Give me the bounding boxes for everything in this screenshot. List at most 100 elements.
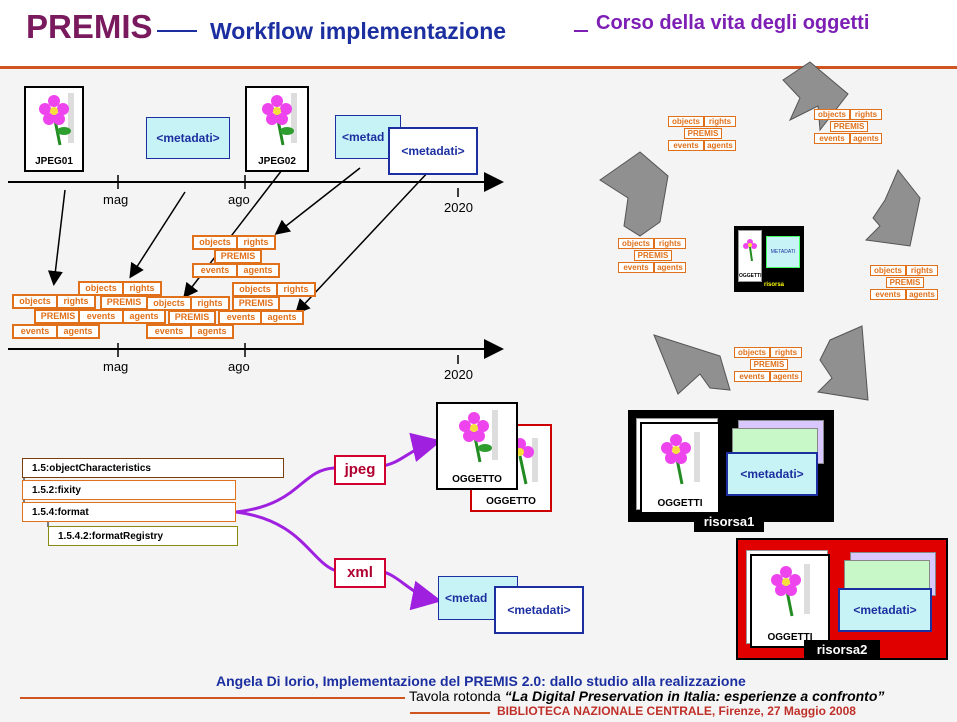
mini-metadata-card: METADATI (766, 236, 800, 268)
premis-rights: rights (654, 238, 686, 249)
footer-event-prefix: Tavola rotonda (409, 688, 505, 704)
flower-icon (743, 239, 757, 261)
metadata-box-1: <metadati> (146, 117, 230, 159)
premis-agents: agents (906, 289, 938, 300)
footer-rule-2 (410, 712, 490, 714)
premis-events: events (668, 140, 704, 151)
premis-rights: rights (850, 109, 882, 120)
premis-label: PREMIS (214, 249, 262, 264)
premis-rights: rights (122, 281, 162, 296)
resource-1-object: OGGETTI (640, 422, 720, 514)
mini-object-label: OGGETTI (739, 273, 762, 279)
tick-2020-2: 2020 (444, 367, 473, 382)
slide-title: PREMIS (26, 8, 153, 45)
premis-events: events (146, 324, 192, 339)
mini-object-card: OGGETTI (738, 230, 762, 282)
flower-icon (262, 93, 297, 146)
premis-label: PREMIS (168, 310, 216, 325)
footer-author-line: Angela Di Iorio, Implementazione del PRE… (216, 673, 746, 689)
premis-objects: objects (78, 281, 124, 296)
tick-mag-2: mag (103, 359, 129, 374)
premis-agents: agents (260, 310, 304, 325)
resource-1-object-label: OGGETTI (657, 498, 703, 509)
premis-label: PREMIS (750, 359, 788, 370)
premis-objects: objects (12, 294, 58, 309)
premis-agents: agents (236, 263, 280, 278)
premis-label: PREMIS (886, 277, 924, 288)
premis-objects: objects (668, 116, 704, 127)
resource-2-meta: <metadati> (838, 588, 932, 632)
premis-events: events (870, 289, 906, 300)
premis-agents: agents (770, 371, 802, 382)
premis-label: PREMIS (830, 121, 868, 132)
premis-objects: objects (232, 282, 278, 297)
tree-item-fixity: 1.5.2:fixity (22, 480, 236, 500)
premis-agents: agents (850, 133, 882, 144)
premis-objects: objects (146, 296, 192, 311)
premis-rights: rights (236, 235, 276, 250)
premis-events: events (814, 133, 850, 144)
resource-thumbnail: OGGETTI METADATI risorsa (734, 226, 804, 292)
premis-rights: rights (906, 265, 938, 276)
jpeg01-file: JPEG01 (24, 86, 84, 172)
premis-rights: rights (276, 282, 316, 297)
footer-rule (20, 697, 405, 699)
resource-1-label: risorsa1 (694, 512, 764, 532)
resource-1-meta: <metadati> (726, 452, 818, 496)
premis-objects: objects (192, 235, 238, 250)
premis-objects: objects (870, 265, 906, 276)
lifecycle-heading: Corso della vita degli oggetti (596, 12, 870, 34)
lifecycle-arrows (599, 61, 921, 401)
resource-2-object: OGGETTI (750, 554, 830, 648)
tree-item-format: 1.5.4:format (22, 502, 236, 522)
premis-objects: objects (814, 109, 850, 120)
workflow-heading: Workflow implementazione (210, 18, 507, 44)
metadata-box-2: <metad (335, 115, 401, 159)
footer-event-title: “La Digital Preservation in Italia: espe… (504, 688, 885, 704)
title-separator-2 (574, 30, 588, 32)
tree-item-formatregistry: 1.5.4.2:formatRegistry (48, 526, 238, 546)
premis-rights: rights (704, 116, 736, 127)
premis-label: PREMIS (34, 309, 82, 324)
flower-icon (459, 410, 498, 463)
footer-venue-line: BIBLIOTECA NAZIONALE CENTRALE, Firenze, … (497, 704, 856, 718)
jpeg01-label: JPEG01 (35, 156, 73, 167)
premis-rights: rights (190, 296, 230, 311)
premis-label: PREMIS (232, 296, 280, 311)
premis-events: events (734, 371, 770, 382)
jpeg02-file: JPEG02 (245, 86, 309, 172)
xml-metadata-back: <metad (438, 576, 518, 620)
flower-icon (771, 564, 810, 617)
resource-2: OGGETTI <metadati> (736, 538, 948, 660)
tick-ago: ago (228, 192, 250, 207)
tick-ago-2: ago (228, 359, 250, 374)
title-separator (157, 30, 197, 32)
format-xml: xml (334, 558, 386, 588)
xml-metadata-front: <metadati> (494, 586, 584, 634)
flower-icon (661, 432, 700, 485)
premis-agents: agents (190, 324, 234, 339)
premis-agents: agents (654, 262, 686, 273)
tick-2020: 2020 (444, 200, 473, 215)
resource-2-object-label: OGGETTI (767, 632, 813, 643)
title-underline (0, 66, 957, 69)
title-bar: PREMIS Workflow implementazione Corso de… (0, 0, 957, 66)
tree-item-objectcharacteristics: 1.5:objectCharacteristics (22, 458, 284, 478)
premis-events: events (192, 263, 238, 278)
object-label-front: OGGETTO (452, 474, 502, 485)
premis-events: events (12, 324, 58, 339)
premis-label: PREMIS (634, 250, 672, 261)
mini-resource-label: risorsa (764, 282, 785, 288)
premis-label: PREMIS (684, 128, 722, 139)
metadata-box-3: <metadati> (388, 127, 478, 175)
premis-events: events (218, 310, 264, 325)
format-jpeg: jpeg (334, 455, 386, 485)
tick-mag: mag (103, 192, 129, 207)
premis-agents: agents (56, 324, 100, 339)
premis-rights: rights (770, 347, 802, 358)
premis-agents: agents (122, 309, 166, 324)
premis-events: events (78, 309, 124, 324)
premis-events: events (618, 262, 654, 273)
